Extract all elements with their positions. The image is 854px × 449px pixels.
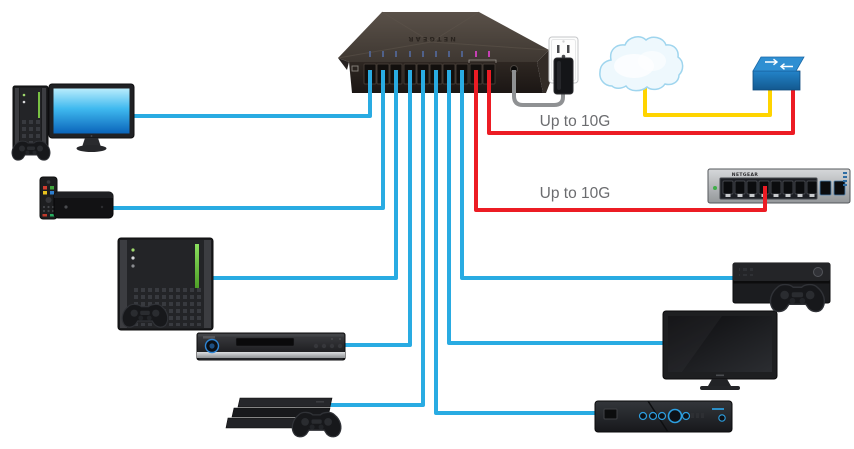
power-cable xyxy=(512,70,565,107)
monitor-screen xyxy=(53,88,130,134)
internet-cable xyxy=(643,78,772,117)
port-row xyxy=(722,180,818,197)
switch-arrows xyxy=(765,58,793,70)
lan-cable-desktop xyxy=(130,70,372,118)
uplink-cable-router xyxy=(487,70,795,135)
game-controller-icon xyxy=(11,140,51,161)
status-led-column xyxy=(843,172,847,186)
internet-cloud-icon xyxy=(599,36,684,92)
game-controller-icon xyxy=(291,411,342,438)
lan-switch-icon xyxy=(752,56,805,91)
disc-tray xyxy=(235,337,295,347)
remote-control-icon xyxy=(39,176,58,220)
ethernet-icon xyxy=(351,65,359,72)
xbox-console-icon xyxy=(732,262,831,313)
ten-gig-switch-icon: NETGEAR xyxy=(707,168,851,204)
game-controller-icon xyxy=(769,283,826,313)
lan-cable-nvr xyxy=(434,70,600,415)
power-button xyxy=(667,408,683,424)
lan-cable-dvd-player xyxy=(341,70,412,347)
playstation-console-icon xyxy=(225,397,342,438)
desktop-computer-icon xyxy=(11,83,135,161)
streaming-box-icon xyxy=(39,176,114,220)
dvd-player-icon xyxy=(196,332,346,361)
main-switch-leds xyxy=(369,51,490,57)
power-plug-icon xyxy=(553,57,574,95)
tv-icon xyxy=(662,310,778,390)
lan-cable-xbox xyxy=(460,70,737,280)
lan-cable-streaming-box xyxy=(110,70,385,210)
uplink-cable-stub xyxy=(763,186,767,204)
main-switch-brand: NETGEAR xyxy=(406,35,456,43)
gaming-tower-icon xyxy=(117,237,214,331)
power-led xyxy=(713,186,717,190)
cables xyxy=(110,70,795,415)
lan-cable-tv xyxy=(447,70,668,345)
uplink-label-bottom: Up to 10G xyxy=(540,185,611,202)
lan-cable-gaming-tower xyxy=(209,70,398,280)
nvr-icon xyxy=(594,400,733,433)
remote-switch-brand: NETGEAR xyxy=(732,172,759,178)
multi-gig-ports-bracket xyxy=(468,59,497,63)
main-switch-top-face xyxy=(338,12,549,62)
tv-screen xyxy=(668,316,772,372)
uplink-label-top: Up to 10G xyxy=(540,113,611,130)
lan-cable-playstation xyxy=(324,70,425,407)
